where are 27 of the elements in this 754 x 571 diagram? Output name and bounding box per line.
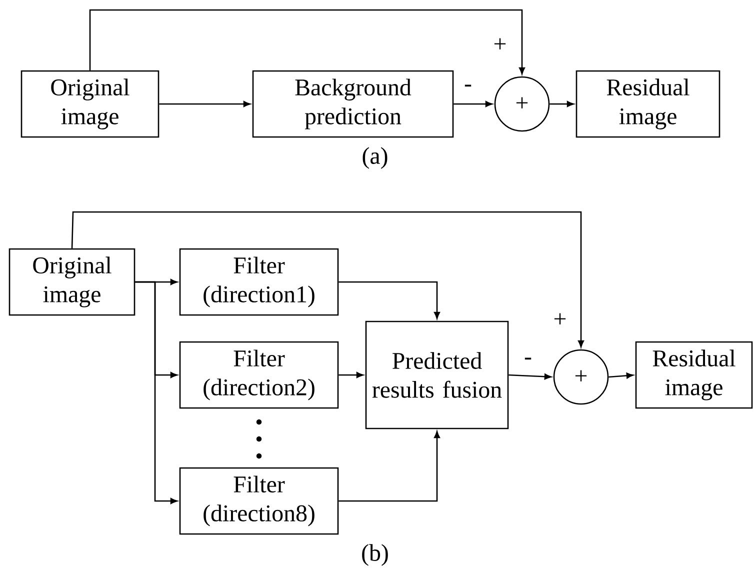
arrow <box>608 372 634 379</box>
process-box: Original image <box>20 70 160 138</box>
process-box: Filter (direction8) <box>179 467 339 535</box>
arrow <box>338 431 440 502</box>
arrow <box>89 9 525 74</box>
process-box: Filter (direction1) <box>179 248 339 316</box>
panel-label: (b) <box>362 544 388 566</box>
summing-junction: + <box>553 349 609 405</box>
process-box: Residual image <box>576 70 720 138</box>
arrow <box>454 101 492 107</box>
arrow <box>508 374 552 380</box>
summing-junction: + <box>494 76 550 132</box>
arrow <box>338 281 440 319</box>
arrow <box>550 101 574 107</box>
arrow <box>159 101 250 107</box>
process-box: Original image <box>8 248 136 316</box>
arrow <box>338 372 364 378</box>
process-box: Filter (direction2) <box>179 341 339 409</box>
process-box: Background prediction <box>252 70 454 138</box>
process-box: Predicted results fusion <box>365 320 509 430</box>
edge-label: - <box>463 84 473 92</box>
process-box: Residual image <box>635 341 753 409</box>
edge-label: + <box>552 312 568 328</box>
edge-label: + <box>492 37 508 53</box>
arrow <box>135 281 178 504</box>
edge-label: - <box>523 356 533 366</box>
arrow <box>71 211 584 348</box>
